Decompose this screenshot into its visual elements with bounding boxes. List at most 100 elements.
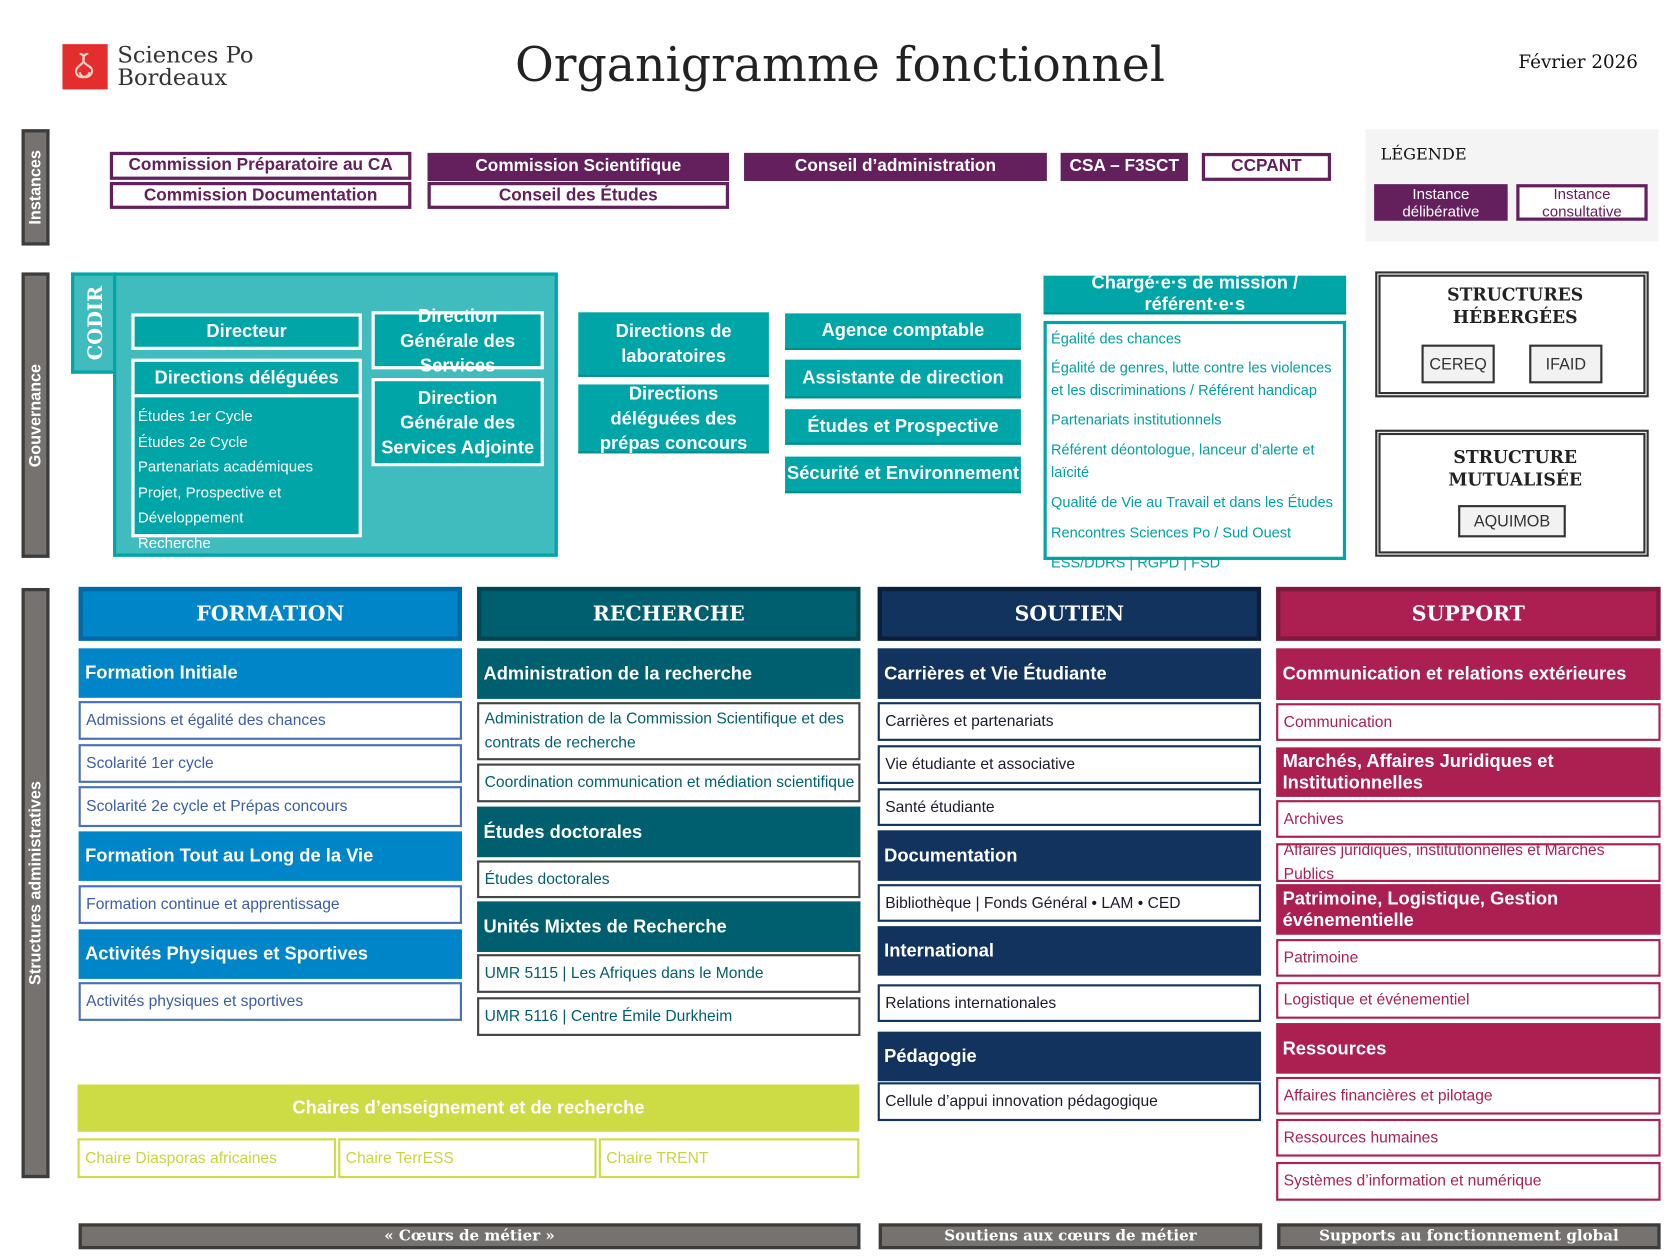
section-header[interactable]: Ressources xyxy=(1276,1023,1661,1074)
footer-supports: Supports au fonctionnement global xyxy=(1277,1223,1661,1250)
service-item[interactable]: Scolarité 2e cycle et Prépas concours xyxy=(78,786,462,828)
section-header[interactable]: Administration de la recherche xyxy=(477,648,861,699)
service-item[interactable]: Communication xyxy=(1276,703,1661,741)
structures-hebergees: STRUCTURES HÉBERGÉES CEREQ IFAID xyxy=(1375,271,1649,398)
service-item[interactable]: Bibliothèque | Fonds Général • LAM • CED xyxy=(877,884,1262,922)
service-item[interactable]: Administration de la Commission Scientif… xyxy=(477,702,861,761)
chaire-diasporas[interactable]: Chaire Diasporas africaines xyxy=(77,1138,336,1179)
service-agence-comptable[interactable]: Agence comptable xyxy=(785,313,1021,350)
service-etudes-prospective[interactable]: Études et Prospective xyxy=(785,409,1021,445)
instance-csa-f3sct[interactable]: CSA – F3SCT xyxy=(1060,152,1188,181)
dgs-box[interactable]: Direction Générale des Services xyxy=(371,305,544,375)
structure-cereq[interactable]: CEREQ xyxy=(1421,344,1495,384)
service-item[interactable]: Systèmes d’information et numérique xyxy=(1276,1161,1661,1201)
instance-conseil-administration[interactable]: Conseil d’administration xyxy=(744,152,1047,181)
codir-tab: CODIR xyxy=(71,272,117,374)
service-item[interactable]: Relations internationales xyxy=(877,984,1262,1022)
list-item: Projet, Prospective et Développement xyxy=(137,483,282,526)
chaire-terress[interactable]: Chaire TerrESS xyxy=(338,1138,597,1179)
structure-mutualisee: STRUCTURE MUTUALISÉE AQUIMOB xyxy=(1375,429,1649,557)
service-item[interactable]: Carrières et partenariats xyxy=(877,702,1262,741)
section-header[interactable]: Documentation xyxy=(877,830,1262,881)
service-item[interactable]: Coordination communication et médiation … xyxy=(477,763,861,803)
service-item[interactable]: Activités physiques et sportives xyxy=(78,982,462,1021)
section-header[interactable]: Communication et relations extérieures xyxy=(1276,648,1661,700)
side-label-text: Structures administratives xyxy=(26,781,45,985)
section-header[interactable]: Formation Tout au Long de la Vie xyxy=(78,831,462,881)
list-item: Études 2e Cycle xyxy=(137,432,248,450)
directions-deleguees-box[interactable]: Directions déléguées Études 1er Cycle Ét… xyxy=(131,358,362,551)
dgsa-box[interactable]: Direction Générale des Services Adjointe xyxy=(371,377,544,467)
list-item: Égalité des chances xyxy=(1051,330,1182,347)
footer-coeurs-metier: « Cœurs de métier » xyxy=(78,1223,861,1250)
service-item[interactable]: Études doctorales xyxy=(477,860,861,899)
service-item[interactable]: Formation continue et apprentissage xyxy=(78,885,462,924)
side-label-text: Gouvernance xyxy=(26,363,45,467)
legend: LÉGENDE Instance délibérative Instance c… xyxy=(1365,129,1659,242)
list-item: Rencontres Sciences Po / Sud Ouest xyxy=(1051,524,1292,541)
list-item: Égalité de genres, lutte contre les viol… xyxy=(1051,359,1332,399)
instance-conseil-etudes[interactable]: Conseil des Études xyxy=(427,181,730,209)
list-item: Partenariats académiques xyxy=(137,457,314,476)
instance-commission-scientifique[interactable]: Commission Scientifique xyxy=(427,152,730,181)
directions-deleguees-title: Directions déléguées xyxy=(134,362,359,398)
list-item: Recherche xyxy=(137,534,211,552)
date-label: Février 2026 xyxy=(1518,51,1638,74)
service-item[interactable]: Affaires financières et pilotage xyxy=(1276,1076,1661,1115)
directions-prepas[interactable]: Directions déléguées des prépas concours xyxy=(578,383,769,454)
service-item[interactable]: Archives xyxy=(1276,800,1661,838)
footer-soutiens: Soutiens aux cœurs de métier xyxy=(878,1223,1263,1250)
page-title: Organigramme fonctionnel xyxy=(514,37,1165,93)
section-header[interactable]: Carrières et Vie Étudiante xyxy=(877,648,1262,699)
instance-ccpant[interactable]: CCPANT xyxy=(1201,152,1332,181)
section-header[interactable]: Marchés, Affaires Juridiques et Institut… xyxy=(1276,747,1661,797)
logo-line2: Bordeaux xyxy=(117,64,228,91)
instance-commission-documentation[interactable]: Commission Documentation xyxy=(109,181,412,209)
chaires-title: Chaires d’enseignement et de recherche xyxy=(77,1084,860,1132)
list-item: Qualité de Vie au Travail et dans les Ét… xyxy=(1051,494,1333,511)
list-item: Études 1er Cycle xyxy=(137,407,253,425)
section-header[interactable]: Formation Initiale xyxy=(78,648,462,698)
section-header[interactable]: Unités Mixtes de Recherche xyxy=(477,901,861,952)
service-item[interactable]: Admissions et égalité des chances xyxy=(78,701,462,740)
service-item[interactable]: Santé étudiante xyxy=(877,788,1262,826)
list-item: ESS/DDRS | RGPD | FSD xyxy=(1051,554,1221,571)
column-header-soutien: SOUTIEN xyxy=(877,586,1262,641)
chaire-trent[interactable]: Chaire TRENT xyxy=(598,1138,860,1179)
section-header[interactable]: Patrimoine, Logistique, Gestion événemen… xyxy=(1276,884,1661,935)
charges-mission-title: Chargé·e·s de mission / référent·e·s xyxy=(1043,272,1347,315)
service-item[interactable]: Logistique et événementiel xyxy=(1276,982,1661,1019)
service-item[interactable]: UMR 5116 | Centre Émile Durkheim xyxy=(477,997,861,1036)
column-header-formation: FORMATION xyxy=(78,586,462,641)
section-header[interactable]: Études doctorales xyxy=(477,806,861,858)
directions-laboratoires[interactable]: Directions de laboratoires xyxy=(578,312,769,377)
section-header[interactable]: Activités Physiques et Sportives xyxy=(78,929,462,979)
codir-box: Directeur Directions déléguées Études 1e… xyxy=(113,272,558,557)
side-label-gouvernance: Gouvernance xyxy=(21,272,50,558)
legend-deliberative: Instance délibérative xyxy=(1374,184,1508,221)
section-header[interactable]: Pédagogie xyxy=(877,1031,1262,1082)
structure-mutualisee-title: STRUCTURE MUTUALISÉE xyxy=(1448,446,1583,490)
section-header[interactable]: International xyxy=(877,926,1262,976)
service-item[interactable]: Patrimoine xyxy=(1276,939,1661,977)
service-item[interactable]: Ressources humaines xyxy=(1276,1118,1661,1157)
structure-ifaid[interactable]: IFAID xyxy=(1529,344,1603,384)
charges-mission-list: Égalité des chances Égalité de genres, l… xyxy=(1043,320,1347,571)
side-label-text: Instances xyxy=(26,150,45,225)
service-item[interactable]: UMR 5115 | Les Afriques dans le Monde xyxy=(477,954,861,993)
service-securite-environnement[interactable]: Sécurité et Environnement xyxy=(785,456,1021,494)
instance-commission-preparatoire[interactable]: Commission Préparatoire au CA xyxy=(109,151,412,180)
directeur-box[interactable]: Directeur xyxy=(131,313,362,350)
list-item: Référent déontologue, lanceur d’alerte e… xyxy=(1051,441,1315,481)
service-item[interactable]: Cellule d’appui innovation pédagogique xyxy=(877,1082,1262,1122)
service-assistante-direction[interactable]: Assistante de direction xyxy=(785,359,1021,399)
service-item[interactable]: Scolarité 1er cycle xyxy=(78,744,462,783)
service-item[interactable]: Affaires juridiques, institutionnelles e… xyxy=(1276,842,1661,883)
column-header-support: SUPPORT xyxy=(1276,586,1661,641)
service-item[interactable]: Vie étudiante et associative xyxy=(877,745,1262,784)
sciences-po-bordeaux-logo-icon xyxy=(62,44,108,90)
logo-line1: Sciences Po xyxy=(117,41,254,68)
codir-label: CODIR xyxy=(83,285,107,361)
structure-aquimob[interactable]: AQUIMOB xyxy=(1458,505,1566,538)
